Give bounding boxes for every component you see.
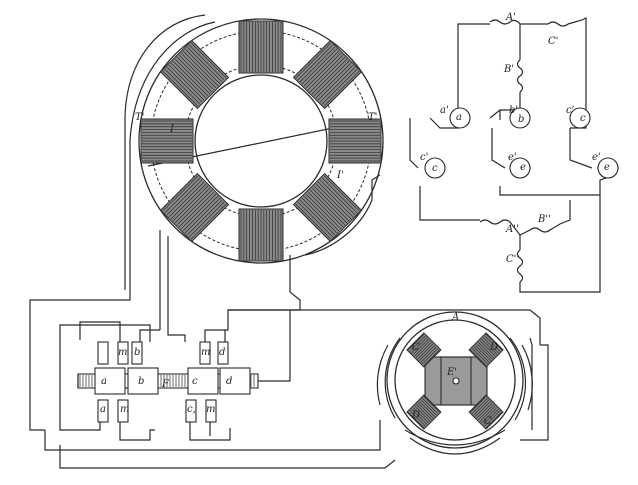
- label-I-left: I: [169, 124, 175, 135]
- label-b1: b: [134, 347, 140, 358]
- label-C-bot: C: [484, 416, 492, 427]
- ring-coil-icon: [238, 20, 284, 74]
- shaft-labels: m b a b F a m m d c d c, m: [100, 347, 232, 415]
- motor-labels: A C D D C E': [411, 312, 498, 427]
- label-c-big: c: [580, 113, 586, 124]
- generator-terminals: [424, 107, 619, 179]
- terminal-labels: a' a b' b c' c c' c e' e e' e: [420, 105, 610, 174]
- ring-coil-icon: [292, 172, 363, 243]
- label-right-small: e': [592, 152, 601, 163]
- label-D-top: D: [489, 342, 498, 353]
- commutator-shaft: [77, 341, 259, 423]
- motor-pole-icon: [468, 332, 504, 368]
- label-F: F: [161, 379, 170, 390]
- winding-labels: A' B' C' A'' B'' C'': [503, 12, 558, 265]
- ring-coil-icon: [140, 118, 194, 164]
- motor-pole-icon: [406, 332, 442, 368]
- label-d-top: d: [219, 347, 225, 358]
- label-C2: C'': [506, 254, 519, 265]
- label-A-motor: A: [451, 312, 459, 323]
- label-A2: A'': [505, 224, 519, 235]
- label-m-low: m: [120, 404, 129, 415]
- ring-coils: [140, 20, 382, 262]
- motor-pole-icon: [406, 394, 442, 430]
- label-b2: b: [138, 376, 144, 387]
- label-I-right: I': [336, 170, 344, 181]
- label-D-bot: D: [411, 410, 420, 421]
- ring-coil-icon: [292, 39, 363, 110]
- label-B1: B': [503, 64, 514, 75]
- label-a1: a: [101, 376, 107, 387]
- label-a-small: a': [440, 105, 449, 116]
- label-d1: d: [226, 376, 232, 387]
- motor-pole-icon: [468, 394, 504, 430]
- label-left-small: c': [420, 152, 428, 163]
- terminal-icon: [597, 157, 619, 179]
- label-T-right: T': [368, 112, 377, 123]
- label-c1: c: [192, 376, 198, 387]
- label-c-low: c,: [187, 404, 196, 415]
- ring-coil-icon: [159, 39, 230, 110]
- terminal-icon: [509, 107, 531, 129]
- shaft-wiring: [44, 309, 541, 469]
- terminal-icon: [424, 157, 446, 179]
- terminal-icon: [509, 157, 531, 179]
- label-B2: B'': [537, 214, 551, 225]
- ring-coil-icon: [328, 118, 382, 164]
- ring-coil-icon: [238, 208, 284, 262]
- label-mid-small: e': [508, 152, 517, 163]
- lower-star-winding: [409, 118, 616, 293]
- label-A1: A': [505, 12, 516, 23]
- ring-labels: T' T' I I': [135, 112, 377, 181]
- label-mid-big: e: [520, 162, 526, 173]
- label-m2: m: [201, 347, 210, 358]
- label-a-big: a: [456, 112, 462, 123]
- label-E: E': [446, 367, 457, 378]
- label-C1: C': [548, 36, 558, 47]
- label-C-top: C: [412, 342, 420, 353]
- label-right-big: e: [604, 162, 610, 173]
- label-b-big: b: [518, 114, 524, 125]
- label-c-small: c': [566, 105, 574, 116]
- ring-leads: [29, 14, 381, 431]
- motor: [376, 311, 549, 455]
- label-left-big: c: [432, 163, 438, 174]
- label-T-left: T': [135, 112, 144, 123]
- terminal-icon: [569, 107, 591, 129]
- label-b-small: b': [509, 105, 518, 116]
- ring-coil-icon: [159, 172, 230, 243]
- label-m-low2: m: [206, 404, 215, 415]
- label-a-low: a: [100, 404, 106, 415]
- label-m1: m: [118, 347, 127, 358]
- terminal-icon: [449, 107, 471, 129]
